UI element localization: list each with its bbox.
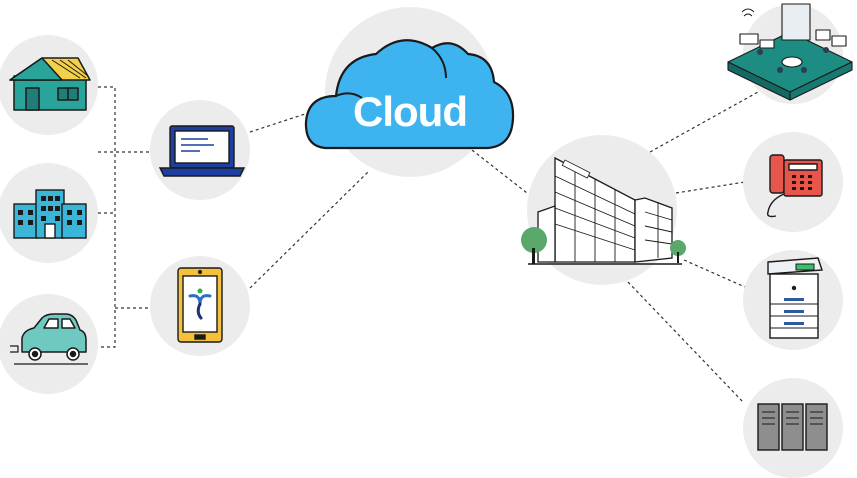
- desk-phone-icon: [766, 154, 823, 218]
- link-hub-deskphone: [675, 181, 746, 194]
- server-rack-icon: [757, 403, 828, 451]
- link-hub-printer: [683, 259, 746, 288]
- logo-mark: [188, 288, 212, 320]
- car-icon: [10, 313, 88, 365]
- link-laptop-cloud: [249, 113, 306, 133]
- connection-lines: [98, 86, 759, 403]
- house-icon: [9, 57, 91, 111]
- office-building-icon: [13, 189, 87, 239]
- laptop-icon: [158, 125, 246, 177]
- link-hub-office: [649, 91, 759, 153]
- smartphone-icon: [177, 267, 223, 343]
- link-left-bracket: [98, 86, 150, 348]
- tree-icon: [521, 227, 686, 264]
- headquarters-building-icon: [521, 156, 686, 265]
- office-workspace-icon: [727, 3, 853, 101]
- link-cloud-hub: [471, 149, 528, 194]
- cloud-icon: [304, 39, 515, 150]
- printer-copier-icon: [767, 257, 823, 339]
- link-phone-cloud: [249, 171, 369, 289]
- link-hub-server: [627, 281, 744, 403]
